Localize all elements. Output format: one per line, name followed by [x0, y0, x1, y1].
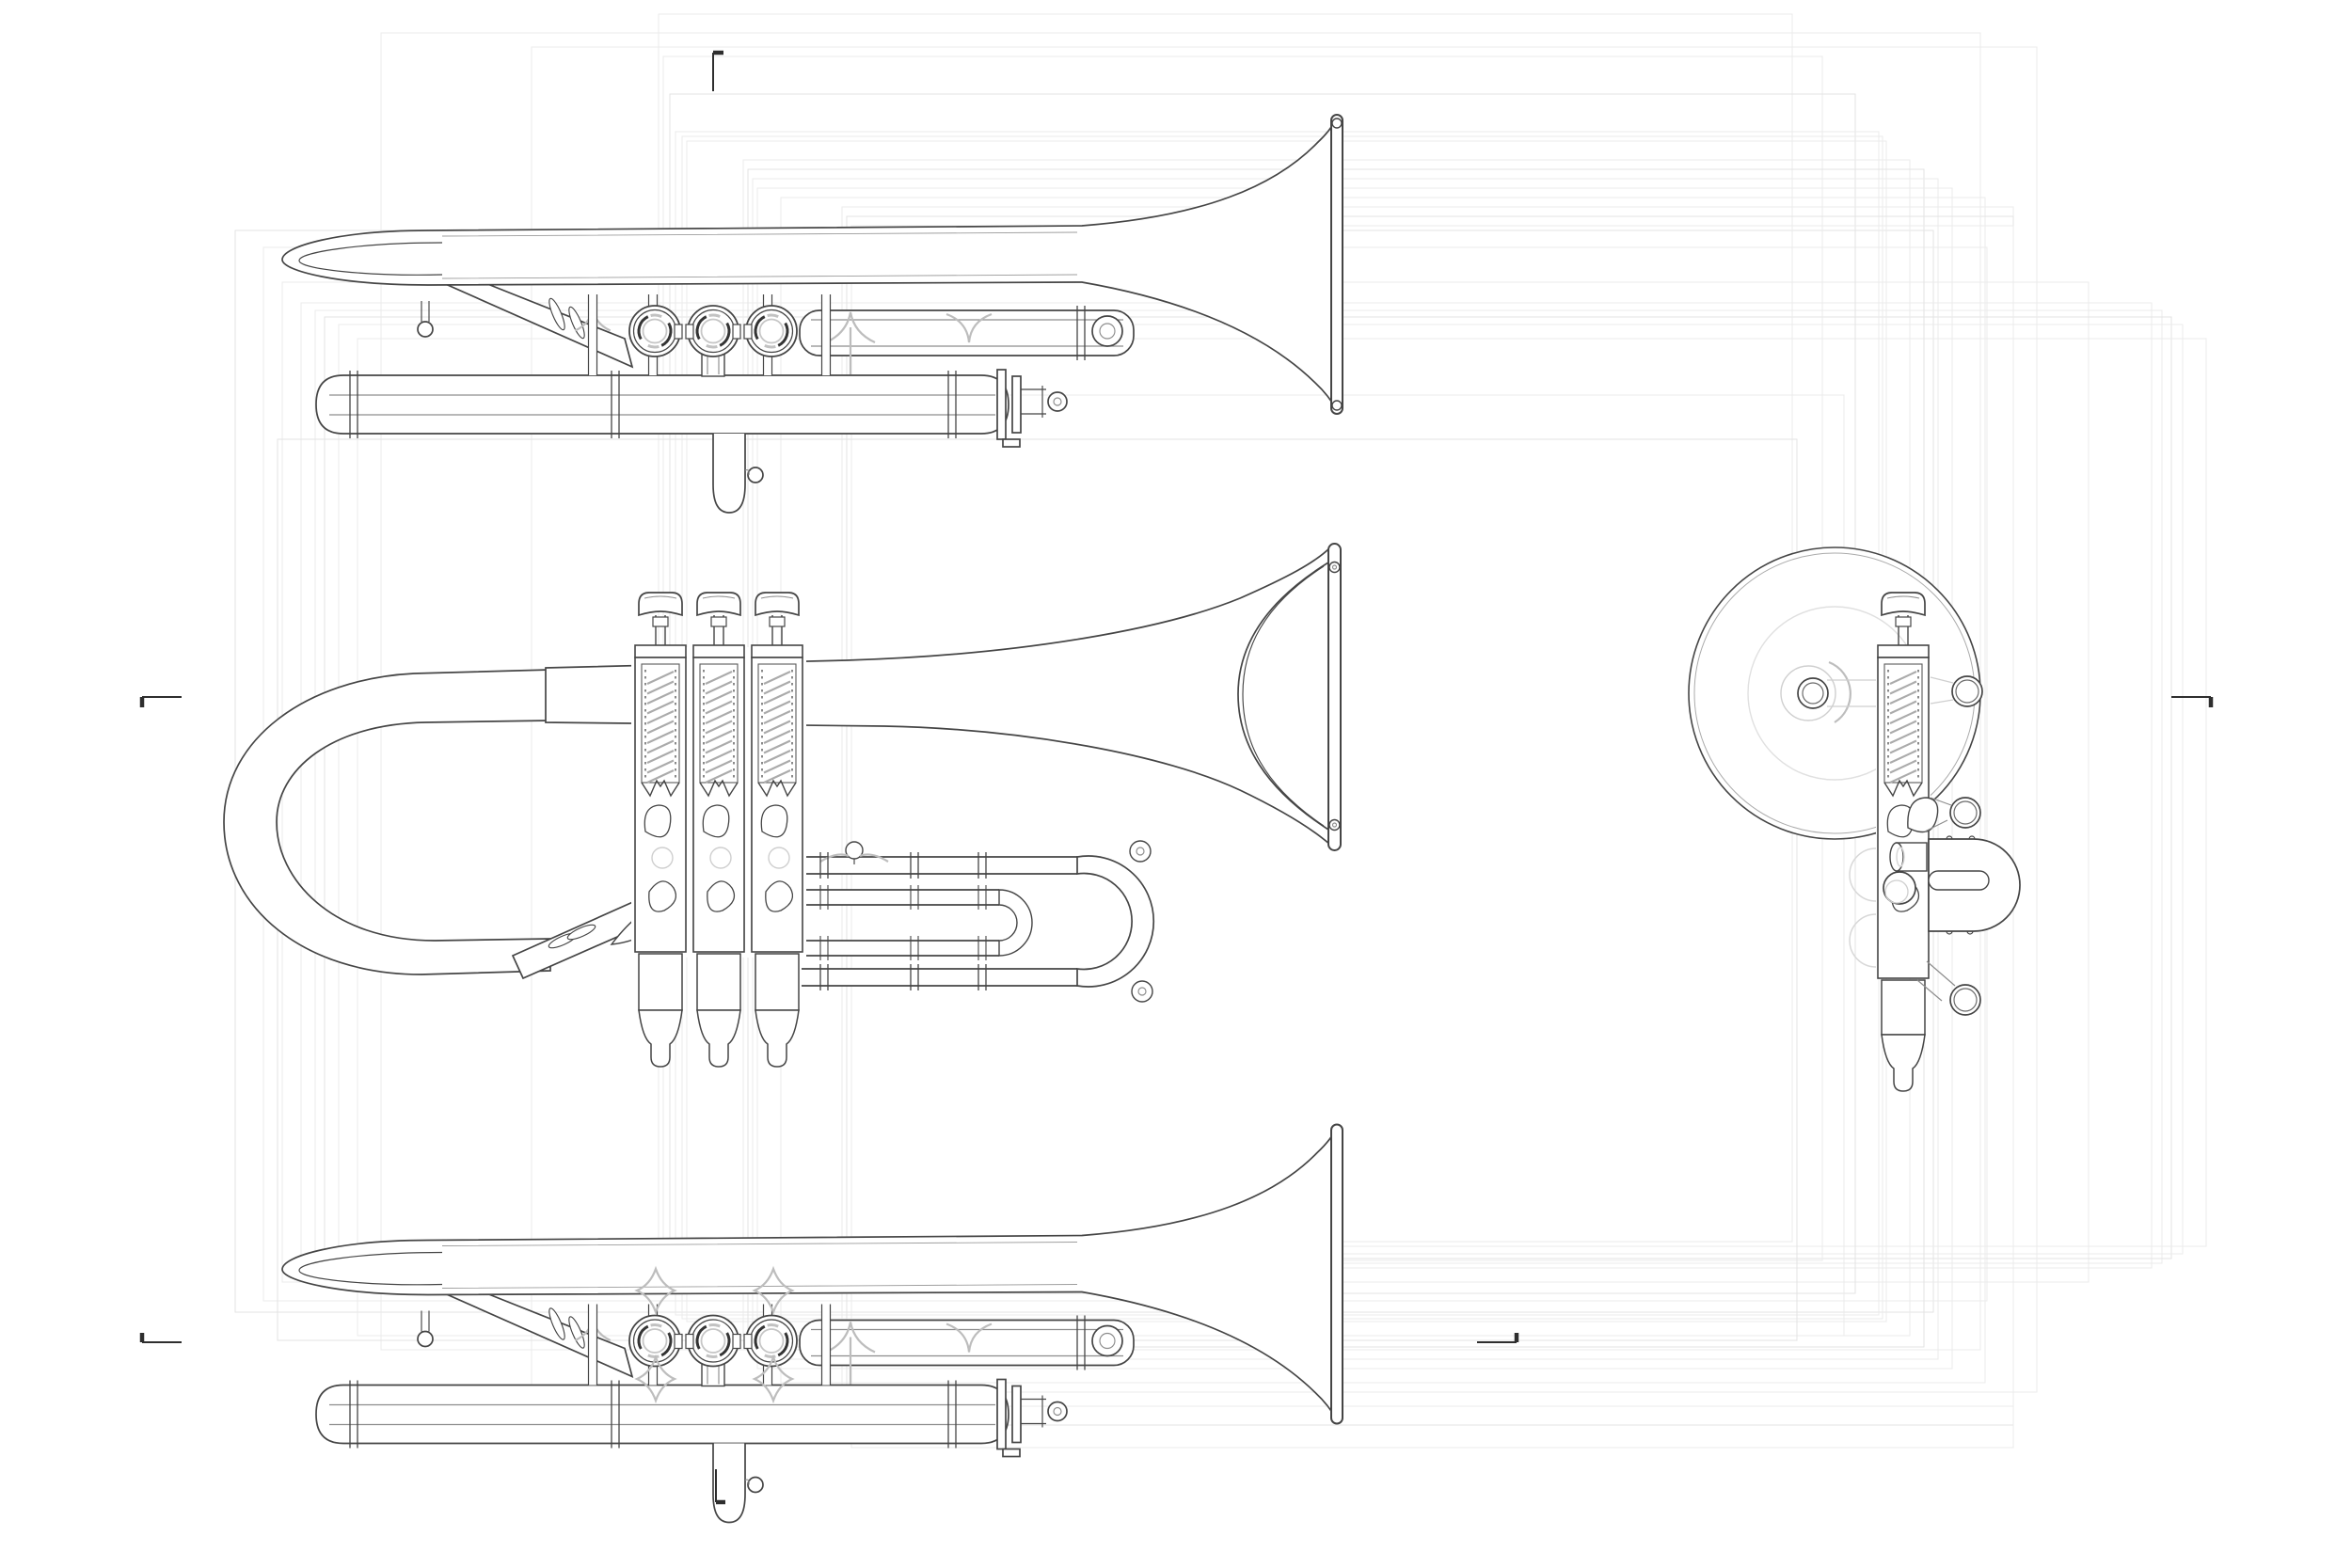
- top-view: [281, 114, 1343, 514]
- bell-rim: [1327, 543, 1342, 851]
- ferrule-ticks: [349, 371, 957, 438]
- valve-section-top-view: [587, 294, 832, 377]
- construction-box: [277, 438, 1798, 1341]
- loop-inner-wall: [298, 242, 443, 276]
- receiver-ring: [1091, 315, 1123, 347]
- bow-knob: [1131, 980, 1153, 1003]
- drain-pouch: [712, 434, 764, 514]
- valve-casings-section: [634, 592, 803, 1068]
- tuning-slide-top-view: [315, 369, 1068, 514]
- rim-screws: [1328, 561, 1341, 832]
- ferrule-ticks: [1076, 306, 1086, 360]
- bell-rim: [1330, 114, 1343, 415]
- slide-bow: [1076, 855, 1155, 988]
- slide-stub-cylinder: [1889, 842, 1928, 872]
- port-knuckle: [1907, 797, 1952, 833]
- bottom-view-content: [280, 1123, 1344, 1524]
- bell-body: [281, 114, 1343, 415]
- crop-mark-left-middle: [139, 696, 182, 707]
- bell-front: [1688, 546, 1981, 840]
- section-side-view: [223, 543, 1342, 1068]
- bell-outline: [281, 117, 1338, 414]
- valve-casing: [634, 592, 687, 1068]
- top-view-content: [281, 114, 1343, 514]
- valve-casing: [751, 592, 803, 1068]
- crop-mark-right-middle: [2171, 696, 2214, 707]
- slide-outline: [315, 374, 1009, 435]
- valve-cap: [745, 305, 798, 357]
- bell-rim-curls: [1331, 118, 1343, 411]
- front-view: [1688, 546, 2021, 1092]
- mouthpipe-loop: [223, 669, 551, 975]
- main-tuning-slide-section: [802, 840, 1155, 1003]
- tube-cross-sections: [1780, 660, 1983, 1016]
- ferrule-ticks: [819, 852, 987, 990]
- construction-box: [850, 225, 2014, 1449]
- crop-mark-bottom-center: [715, 1469, 725, 1505]
- bell-inner-section-curve: [1237, 562, 1329, 831]
- crop-marks: [139, 50, 2214, 1505]
- valve-caps: [628, 305, 798, 357]
- slide-inner-walls: [329, 394, 995, 416]
- ghost-casing-bulges: [1849, 847, 1877, 968]
- bow-knob: [1129, 840, 1152, 863]
- water-key: [996, 369, 1068, 448]
- crop-mark-bottom-left: [139, 1333, 182, 1343]
- bell-section: [545, 543, 1342, 851]
- bottom-view: [280, 1123, 1344, 1524]
- crop-mark-bottom-right: [1477, 1333, 1519, 1343]
- leadpipe-water-key: [417, 301, 434, 338]
- inner-slide-bow: [998, 889, 1033, 957]
- valve-cap: [628, 305, 681, 357]
- valve-casing: [692, 592, 745, 1068]
- valve-casing-front: [1877, 592, 1930, 1092]
- slide-bow-front: [1928, 835, 2021, 935]
- tube-inner-hint: [441, 231, 1078, 279]
- valve-cap: [687, 305, 739, 357]
- flow-arrows: [634, 1265, 795, 1404]
- crop-mark-top-center: [712, 50, 723, 91]
- pull-ring: [819, 841, 889, 864]
